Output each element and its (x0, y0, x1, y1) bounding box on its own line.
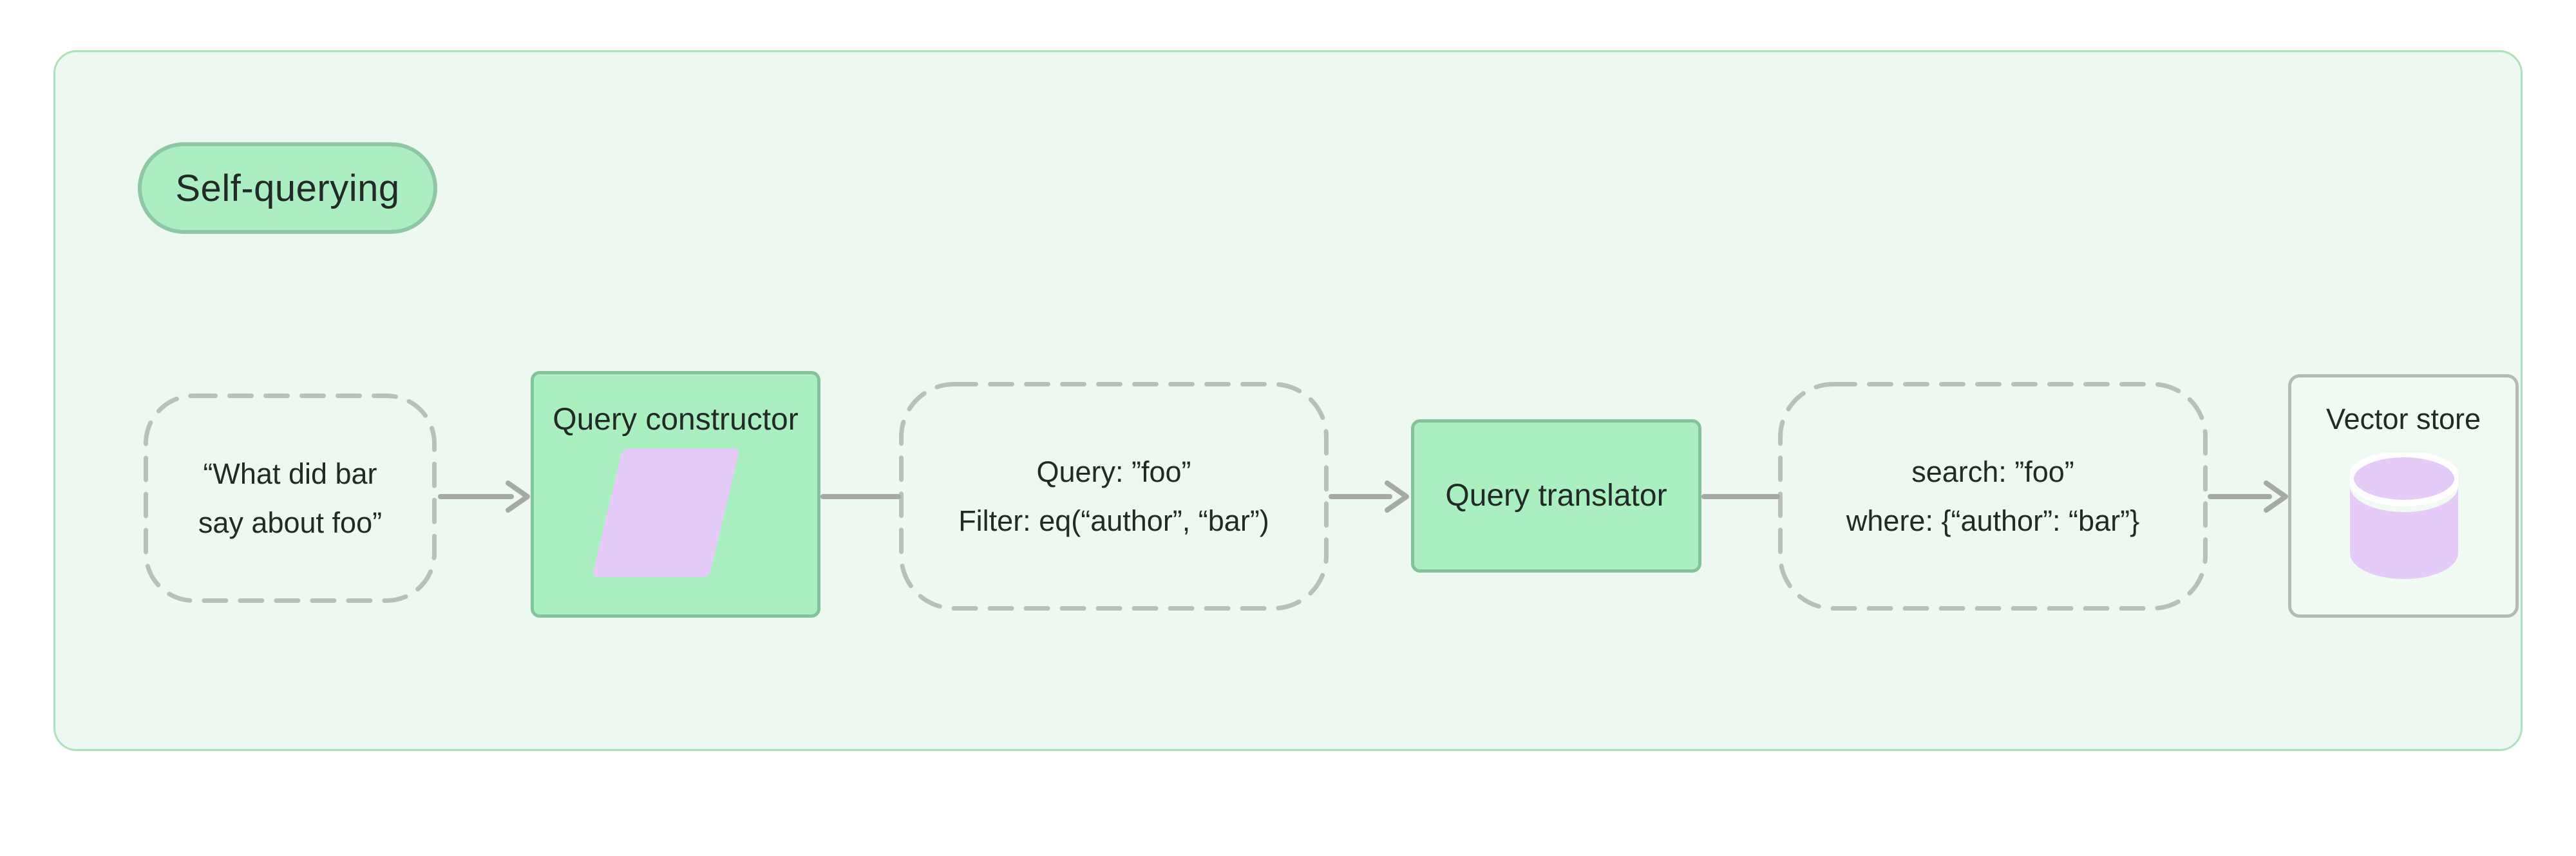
vector-store-label: Vector store (2325, 403, 2481, 435)
diagram-canvas: Self-querying “What did bar say about fo… (53, 50, 2523, 751)
parallelogram-icon (592, 448, 741, 577)
translated-query-line-1: search: ”foo” (1911, 455, 2074, 488)
node-query-constructor: Query constructor (531, 371, 820, 618)
diagram-frame: Self-querying “What did bar say about fo… (53, 50, 2523, 751)
user-query-outline (144, 394, 437, 603)
translated-query-outline (1778, 382, 2208, 611)
user-query-line-1: “What did bar (203, 457, 377, 490)
structured-query-outline (899, 382, 1329, 611)
database-cylinder-icon (2350, 453, 2458, 579)
connector-layer (144, 382, 2288, 611)
node-query-translator: Query translator (1411, 419, 1701, 573)
node-translated-query: search: ”foo” where: {“author”: “bar”} (1778, 382, 2208, 611)
node-vector-store: Vector store (2288, 374, 2519, 618)
query-constructor-label: Query constructor (553, 403, 799, 437)
node-structured-query: Query: ”foo” Filter: eq(“author”, “bar”) (899, 382, 1329, 611)
cylinder-lid (2350, 453, 2458, 506)
translated-query-line-2: where: {“author”: “bar”} (1846, 504, 2140, 537)
structured-query-line-2: Filter: eq(“author”, “bar”) (958, 504, 1269, 537)
arrowhead-into-vector-store-icon (2264, 480, 2288, 513)
user-query-line-2: say about foo” (198, 506, 383, 539)
diagram-title: Self-querying (175, 167, 400, 209)
node-user-query: “What did bar say about foo” (144, 394, 437, 603)
query-translator-label: Query translator (1445, 479, 1667, 513)
arrowhead-into-constructor-icon (506, 480, 530, 513)
cylinder-body (2350, 486, 2458, 579)
structured-query-line-1: Query: ”foo” (1036, 455, 1191, 488)
title-badge: Self-querying (138, 142, 437, 234)
arrowhead-into-translator-icon (1385, 480, 1409, 513)
